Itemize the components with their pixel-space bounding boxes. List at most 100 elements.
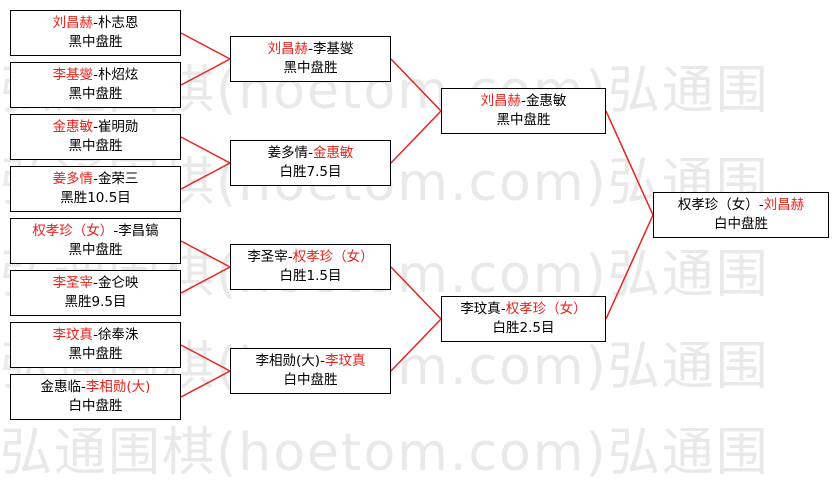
result-text: 黑中盘胜 [283,60,338,76]
connector-line [180,32,231,60]
connector-line [180,136,231,164]
player-name: 金惠敏 [525,93,567,109]
player-name: 李圣宰 [247,249,288,265]
matchup: 李圣宰-权孝珍（女） [231,248,390,267]
result-text: 白中盘胜 [283,372,338,388]
match-box: 权孝珍（女）-李昌镐黑中盘胜 [10,218,181,264]
player-name: 金惠临 [40,379,82,395]
player-name: 李基燮 [312,41,354,57]
separator: - [93,171,98,187]
matchup: 权孝珍（女）-刘昌赫 [654,196,828,215]
player-name: 徐奉洙 [97,327,139,343]
match-box: 金惠敏-崔明勋黑中盘胜 [10,114,181,160]
result-text: 白胜2.5目 [492,320,555,336]
player-name: 刘昌赫 [52,15,94,31]
match-box: 姜多情-金惠敏白胜7.5目 [230,140,391,186]
connector-line [390,266,442,320]
separator: - [93,15,98,31]
result-text: 白胜1.5目 [279,268,342,284]
connector-line [180,266,231,294]
match-box: 李相勋(大)-李玟真白中盘胜 [230,348,391,394]
connector-line [605,110,654,216]
separator: - [500,301,506,317]
connector-line [605,214,654,320]
connector-line [390,58,442,112]
match-box: 刘昌赫-金惠敏黑中盘胜 [441,88,606,134]
separator: - [93,119,98,135]
player-name: 权孝珍（女） [505,301,587,317]
matchup: 刘昌赫-李基燮 [231,40,390,59]
separator: - [320,353,325,369]
separator: - [93,67,98,83]
result-text: 黑中盘胜 [68,346,123,362]
matchup: 李玟真-徐奉洙 [11,326,180,345]
matchup: 刘昌赫-朴志恩 [11,14,180,33]
result-text: 白中盘胜 [714,216,768,232]
player-name: 刘昌赫 [480,93,522,109]
player-name: 李玟真 [52,327,94,343]
player-name: 李玟真 [460,301,501,317]
player-name: 李圣宰 [52,275,94,291]
separator: - [308,41,313,57]
matchup: 金惠临-李相勋(大) [11,378,180,397]
player-name: 金荣三 [97,171,139,187]
result-text: 黑中盘胜 [68,242,123,258]
result-text: 黑中盘胜 [68,86,123,102]
connector-line [180,240,231,268]
separator: - [93,327,98,343]
match-box: 金惠临-李相勋(大)白中盘胜 [10,374,181,420]
connector-line [390,110,442,164]
player-name: 李相勋(大) [85,379,151,395]
player-name: 姜多情 [52,171,94,187]
connector-line [180,344,231,372]
player-name: 金仑映 [97,275,139,291]
player-name: 权孝珍（女） [292,249,374,265]
match-box: 李圣宰-金仑映黑胜9.5目 [10,270,181,316]
player-name: 权孝珍（女） [32,223,114,239]
connector-line [180,162,231,190]
player-name: 权孝珍（女） [677,197,759,213]
separator: - [308,145,313,161]
bracket-lines [180,32,654,398]
matchup: 姜多情-金荣三 [11,170,180,189]
match-box: 李玟真-徐奉洙黑中盘胜 [10,322,181,368]
match-box: 权孝珍（女）-刘昌赫白中盘胜 [653,192,829,238]
connector-line [390,318,442,372]
result-text: 黑胜9.5目 [64,294,127,310]
tournament-bracket: 弘通围棋(hoetom.com)弘通围 弘通围棋(hoetom.com)弘通围 … [0,10,829,483]
player-name: 金惠敏 [52,119,94,135]
connector-line [180,58,231,86]
player-name: 李昌镐 [118,223,159,239]
matchup: 姜多情-金惠敏 [231,144,390,163]
player-name: 朴炤炫 [97,67,139,83]
matchup: 李相勋(大)-李玟真 [231,352,390,371]
separator: - [93,275,98,291]
matchup: 刘昌赫-金惠敏 [442,92,605,111]
match-box: 刘昌赫-朴志恩黑中盘胜 [10,10,181,56]
separator: - [81,379,86,395]
separator: - [521,93,526,109]
match-box: 李玟真-权孝珍（女）白胜2.5目 [441,296,606,342]
result-text: 黑中盘胜 [68,138,123,154]
result-text: 白胜7.5目 [279,164,342,180]
result-text: 黑中盘胜 [496,112,551,128]
player-name: 李玟真 [324,353,366,369]
player-name: 姜多情 [267,145,309,161]
separator: - [113,223,119,239]
matchup: 权孝珍（女）-李昌镐 [11,222,180,241]
result-text: 白中盘胜 [68,398,123,414]
player-name: 刘昌赫 [267,41,309,57]
result-text: 黑中盘胜 [68,34,123,50]
matchup: 金惠敏-崔明勋 [11,118,180,137]
result-text: 黑胜10.5目 [60,190,131,206]
player-name: 崔明勋 [97,119,139,135]
connector-line [180,370,231,398]
separator: - [287,249,293,265]
matchup: 李玟真-权孝珍（女） [442,300,605,319]
separator: - [758,197,764,213]
player-name: 朴志恩 [97,15,139,31]
matchup: 李圣宰-金仑映 [11,274,180,293]
player-name: 金惠敏 [312,145,354,161]
player-name: 李基燮 [52,67,94,83]
match-box: 李圣宰-权孝珍（女）白胜1.5目 [230,244,391,290]
